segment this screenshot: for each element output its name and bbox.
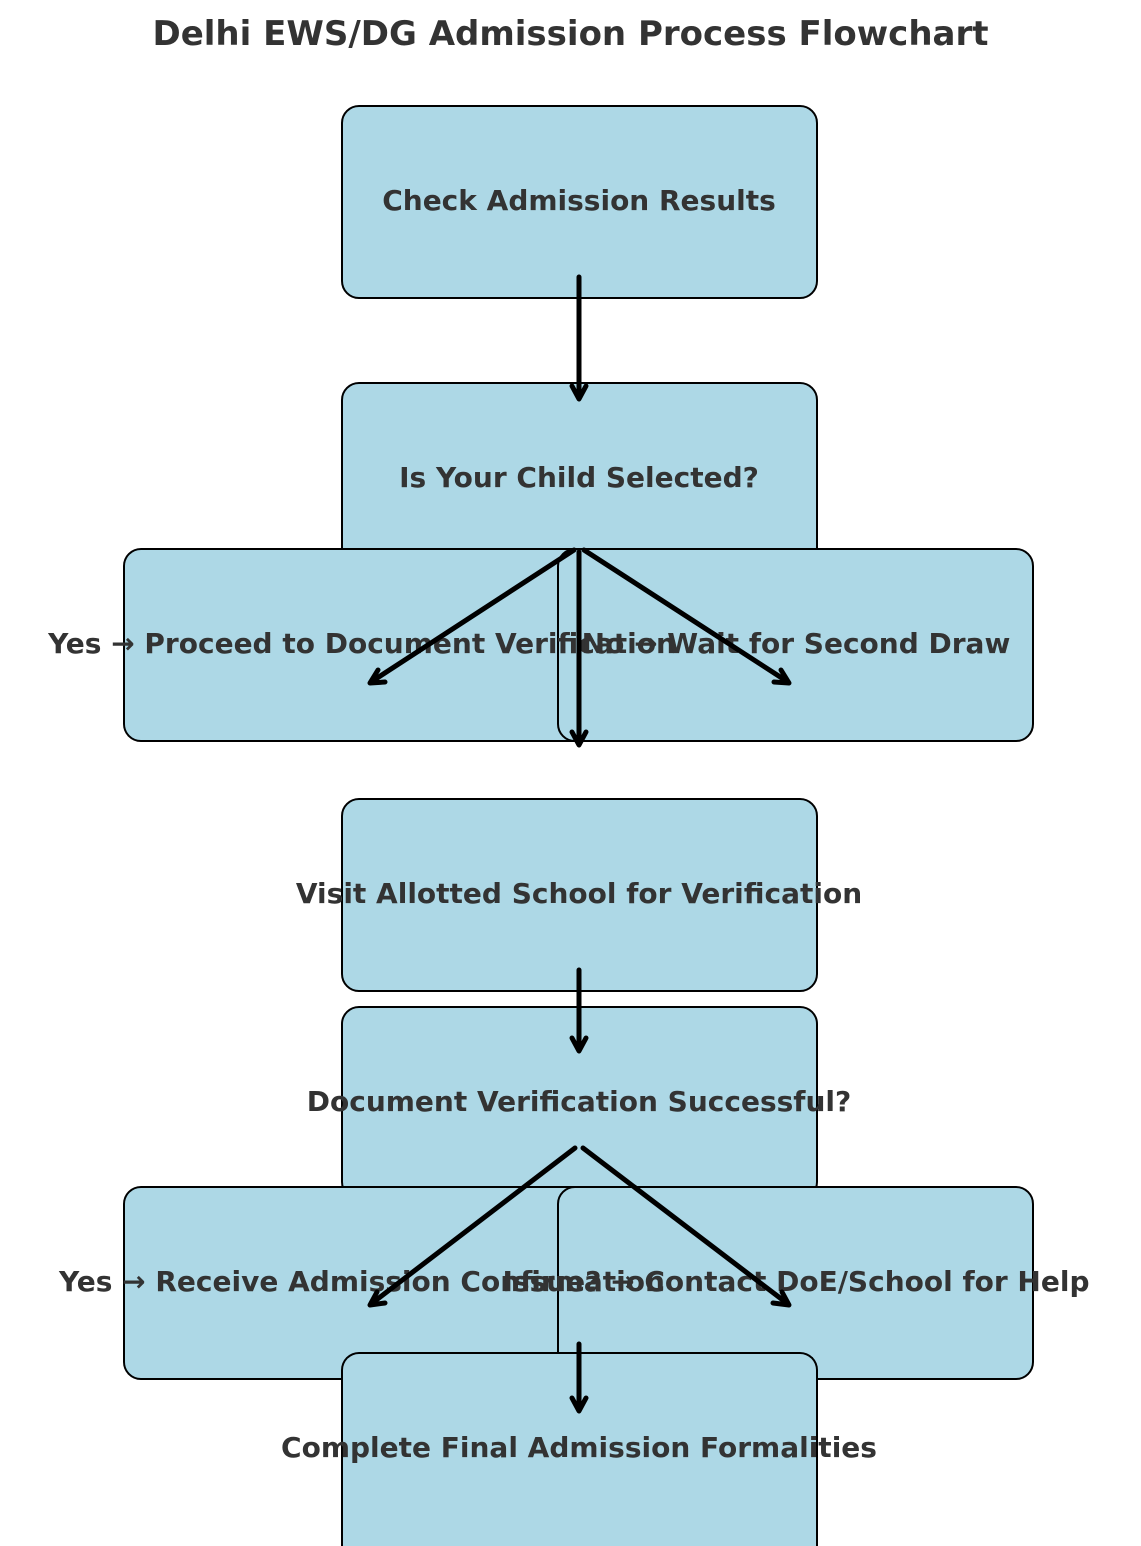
label-no-second-draw: No → Wait for Second Draw — [581, 627, 1011, 660]
label-final-formalities: Complete Final Admission Formalities — [281, 1431, 877, 1464]
label-issue-contact: Issue? → Contact DoE/School for Help — [502, 1265, 1090, 1298]
label-check-results: Check Admission Results — [382, 184, 776, 217]
label-verification-successful: Document Verification Successful? — [306, 1085, 852, 1118]
diagram-title: Delhi EWS/DG Admission Process Flowchart — [152, 14, 989, 54]
label-child-selected: Is Your Child Selected? — [399, 461, 759, 494]
label-visit-school: Visit Allotted School for Verification — [295, 877, 863, 910]
node-check-results — [341, 105, 818, 299]
node-child-selected — [341, 382, 818, 576]
node-visit-school — [341, 798, 818, 992]
